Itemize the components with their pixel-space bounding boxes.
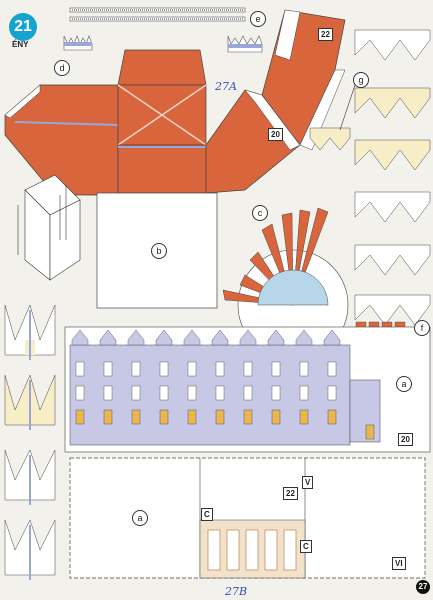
facade-window — [215, 409, 225, 425]
facade-gable — [211, 329, 229, 346]
roof-number-20: 20 — [268, 128, 283, 141]
handwritten-top: 27A — [215, 80, 237, 93]
facade-window — [159, 385, 169, 401]
page-number: 27 — [416, 580, 430, 594]
handwritten-bottom: 27B — [225, 585, 248, 598]
facade-window — [103, 385, 113, 401]
facade-gable — [295, 329, 313, 346]
base-window — [264, 529, 278, 571]
sheet-number-badge: 21 — [9, 13, 37, 41]
assembly-diagram — [17, 174, 81, 281]
base-label-c2: C — [300, 540, 312, 553]
part-label-b: b — [151, 243, 167, 259]
roof-number-22: 22 — [318, 28, 333, 41]
facade-window — [299, 409, 309, 425]
facade-window — [103, 409, 113, 425]
facade-gable — [183, 329, 201, 346]
facade-window — [243, 409, 253, 425]
part-label-a-bottom: a — [132, 510, 148, 526]
facade-window — [75, 385, 85, 401]
part-label-a-top: a — [396, 376, 412, 392]
base-label-c1: C — [201, 508, 213, 521]
facade-window — [159, 409, 169, 425]
facade-window — [271, 385, 281, 401]
spire-strip-e — [69, 7, 246, 22]
facade-number-20: 20 — [398, 433, 413, 446]
facade-window — [131, 385, 141, 401]
base-a — [69, 457, 426, 579]
sheet-subtitle: ÉNY — [12, 40, 29, 49]
facade-window — [187, 385, 197, 401]
facade-window — [215, 385, 225, 401]
facade-window — [327, 361, 337, 377]
facade-window — [271, 361, 281, 377]
facade-window — [103, 361, 113, 377]
part-label-e: e — [250, 11, 266, 27]
facade-a — [64, 326, 431, 453]
part-label-c: c — [252, 205, 268, 221]
facade-window — [131, 409, 141, 425]
fence-piece-right — [227, 35, 263, 53]
facade-gable — [239, 329, 257, 346]
facade-window — [271, 409, 281, 425]
part-label-g: g — [353, 72, 369, 88]
facade-window — [187, 361, 197, 377]
facade-window — [75, 409, 85, 425]
facade-gable — [323, 329, 341, 346]
facade-window — [243, 385, 253, 401]
part-label-d: d — [54, 60, 70, 76]
facade-window — [159, 361, 169, 377]
facade-gable — [127, 329, 145, 346]
facade-gable — [155, 329, 173, 346]
arch-strips-g — [309, 29, 431, 326]
facade-window — [327, 409, 337, 425]
facade-gable — [99, 329, 117, 346]
facade-gable — [71, 329, 89, 346]
base-window — [226, 529, 240, 571]
part-label-f: f — [414, 320, 430, 336]
facade-window — [75, 361, 85, 377]
base-window — [245, 529, 259, 571]
base-label-v: V — [302, 476, 314, 489]
spire-pieces-left — [4, 304, 56, 580]
facade-window — [215, 361, 225, 377]
base-window — [283, 529, 297, 571]
base-window — [207, 529, 221, 571]
facade-window — [187, 409, 197, 425]
fence-piece-d — [63, 35, 93, 51]
facade-window — [243, 361, 253, 377]
facade-window — [131, 361, 141, 377]
roof-net — [4, 9, 346, 196]
facade-window — [299, 385, 309, 401]
facade-window — [299, 361, 309, 377]
facade-window — [327, 385, 337, 401]
base-label-vi: VI — [392, 557, 406, 570]
facade-gable — [267, 329, 285, 346]
base-number-22: 22 — [283, 487, 298, 500]
